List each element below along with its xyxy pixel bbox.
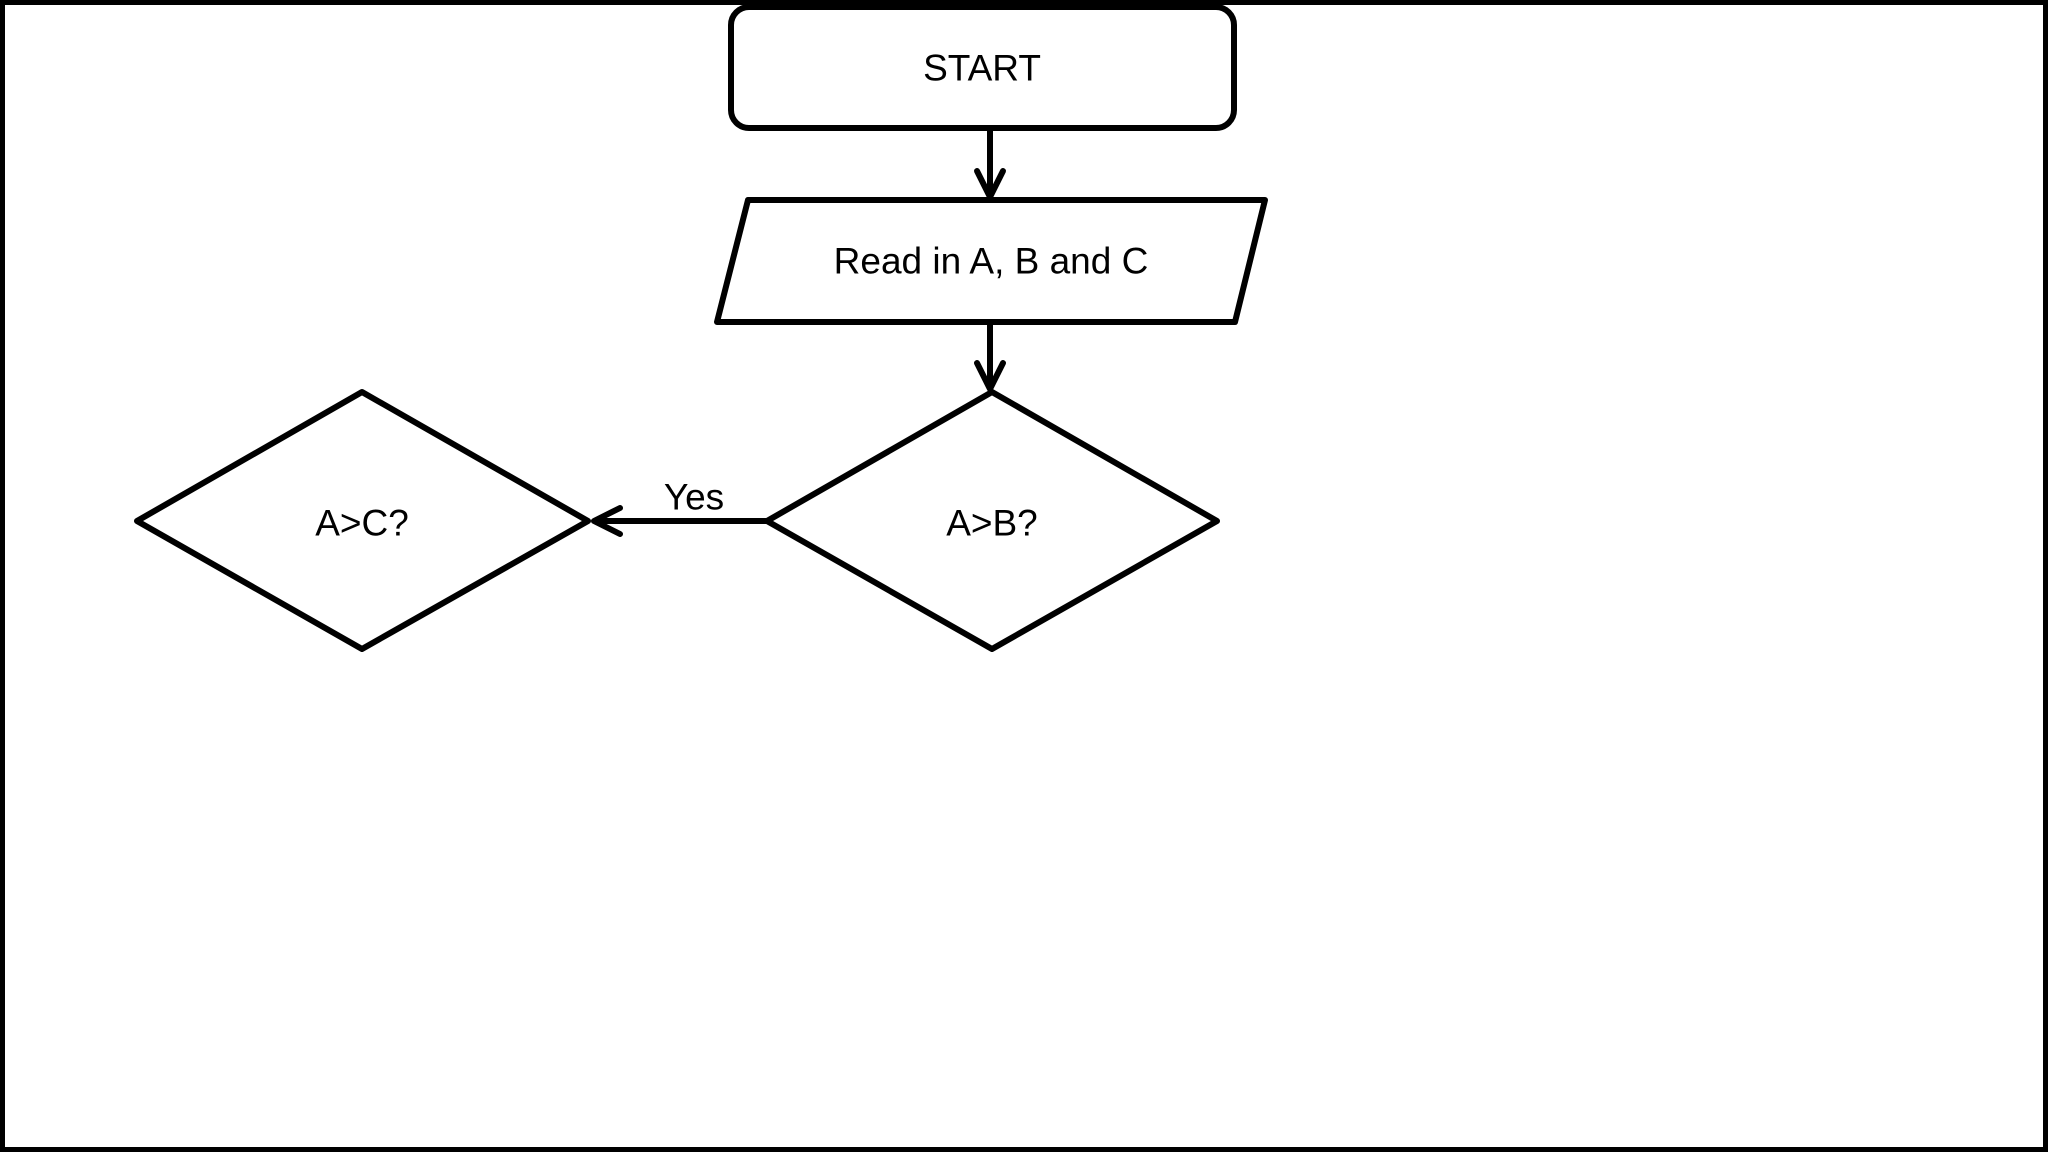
- read-input-node-shape: [714, 197, 1268, 325]
- edge-start-to-read: [974, 125, 1006, 200]
- edge-yes-label: Yes: [664, 477, 724, 518]
- decision-a-gt-c-label: A>C?: [315, 503, 409, 544]
- start-node-label: START: [923, 48, 1041, 89]
- arrowhead-left-icon: [591, 505, 623, 537]
- decision-a-gt-b-shape: [764, 389, 1220, 652]
- flowchart-shapes: [134, 4, 1268, 652]
- start-node-shape: [728, 4, 1237, 131]
- decision-a-gt-c-shape: [134, 389, 591, 652]
- decision-a-gt-b-label: A>B?: [946, 503, 1038, 544]
- read-input-node-label: Read in A, B and C: [834, 241, 1149, 282]
- edge-decision-ab-to-decision-ac: [591, 505, 770, 537]
- flowchart-labels: START Read in A, B and C A>B? A>C? Yes: [315, 48, 1148, 544]
- arrowhead-down-icon: [974, 360, 1006, 392]
- edge-read-to-decision-ab: [974, 319, 1006, 392]
